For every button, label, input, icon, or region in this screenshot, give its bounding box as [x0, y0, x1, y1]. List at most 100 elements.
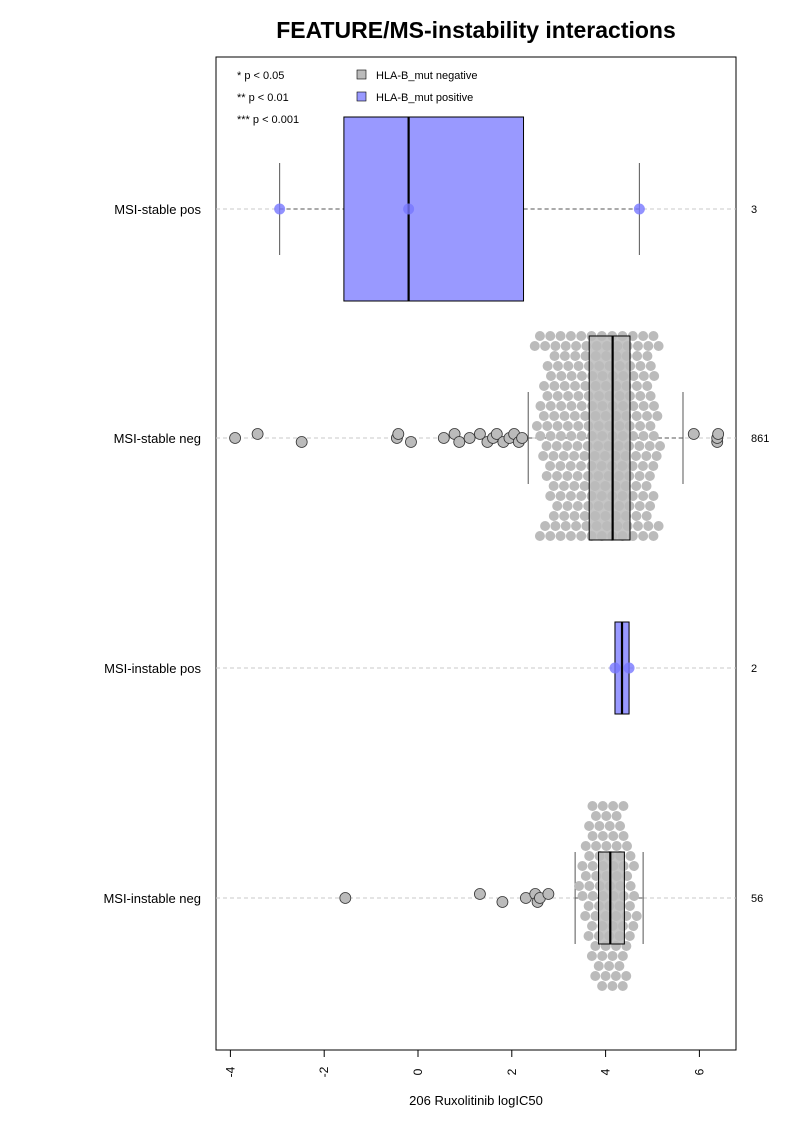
box-iqr [588, 335, 631, 541]
outlier-point [496, 896, 509, 908]
swarm-point [625, 851, 636, 861]
swarm-point [583, 901, 594, 911]
swarm-point [635, 361, 646, 371]
swarm-point [555, 491, 566, 501]
data-point [609, 662, 621, 674]
outlier-point [251, 428, 264, 440]
legend-label-positive: HLA-B_mut positive [376, 92, 473, 104]
swarm-point [652, 411, 663, 421]
swarm-point [618, 831, 629, 841]
data-point [633, 203, 645, 215]
swarm-point [576, 531, 587, 541]
legend-swatch-negative [356, 69, 367, 80]
swarm-point [638, 491, 649, 501]
swarm-point [590, 911, 601, 921]
swarm-point [540, 341, 551, 351]
swarm-point [560, 341, 571, 351]
swarm-point [565, 531, 576, 541]
swarm-point [577, 891, 588, 901]
swarm-point [566, 371, 577, 381]
swarm-point [642, 351, 653, 361]
swarm-point [587, 891, 598, 901]
swarm-point [550, 521, 561, 531]
swarm-point [562, 471, 573, 481]
outlier-point [405, 436, 417, 448]
swarm-point [628, 921, 639, 931]
swarm-point [565, 331, 576, 341]
swarm-point [542, 361, 553, 371]
swarm-point [653, 521, 664, 531]
swarm-point [569, 451, 580, 461]
swarm-point [624, 931, 635, 941]
swarm-point [645, 421, 656, 431]
swarm-point [624, 901, 635, 911]
swarm-point [541, 471, 552, 481]
swarm-point [570, 381, 581, 391]
swarm-point [648, 531, 659, 541]
swarm-point [648, 401, 659, 411]
swarm-point [535, 401, 546, 411]
swarm-point [576, 461, 587, 471]
swarm-point [555, 331, 566, 341]
swarm-point [635, 421, 646, 431]
swarm-point [572, 471, 583, 481]
swarm-point [576, 371, 587, 381]
swarm-point [642, 411, 653, 421]
swarm-point [559, 351, 570, 361]
swarm-point [560, 521, 571, 531]
swarm-point [591, 841, 602, 851]
swarm-point [655, 441, 666, 451]
swarm-point [541, 441, 552, 451]
swarm-point [608, 831, 619, 841]
swarm-point [558, 451, 569, 461]
swarm-point [566, 431, 577, 441]
swarm-point [644, 471, 655, 481]
swarm-point [579, 511, 590, 521]
swarm-point [540, 521, 551, 531]
swarm-point [643, 521, 654, 531]
box-iqr [343, 116, 525, 302]
swarm-point [622, 841, 633, 851]
swarm-point [634, 471, 645, 481]
swarm-point [566, 401, 577, 411]
group-count: 56 [751, 893, 763, 905]
swarm-point [552, 501, 563, 511]
swarm-point [645, 391, 656, 401]
swarm-point [545, 331, 556, 341]
swarm-point [615, 821, 626, 831]
x-tick-label: -4 [223, 1066, 237, 1077]
swarm-point [534, 531, 545, 541]
outlier-point [490, 428, 503, 440]
swarm-point [584, 821, 595, 831]
swarm-point [641, 481, 652, 491]
group-count: 2 [751, 663, 757, 675]
swarm-point [648, 331, 659, 341]
swarm-point [576, 331, 587, 341]
swarm-point [559, 381, 570, 391]
swarm-point [587, 831, 598, 841]
swarm-point [645, 501, 656, 511]
swarm-point [587, 861, 598, 871]
swarm-point [573, 421, 584, 431]
x-tick-label: 4 [599, 1068, 613, 1075]
swarm-point [535, 431, 546, 441]
swarm-point [565, 461, 576, 471]
swarm-point [641, 451, 652, 461]
swarm-point [617, 951, 628, 961]
swarm-point [573, 361, 584, 371]
swarm-point [573, 391, 584, 401]
swarm-point [597, 981, 608, 991]
swarm-point [586, 951, 597, 961]
swarm-point [579, 451, 590, 461]
swarm-point [580, 841, 591, 851]
swarm-point [629, 891, 640, 901]
swarm-point [562, 441, 573, 451]
outlier-point [392, 428, 405, 440]
swarm-point [604, 821, 615, 831]
swarm-point [597, 951, 608, 961]
x-axis-label: 206 Ruxolitinib logIC50 [409, 1093, 543, 1108]
